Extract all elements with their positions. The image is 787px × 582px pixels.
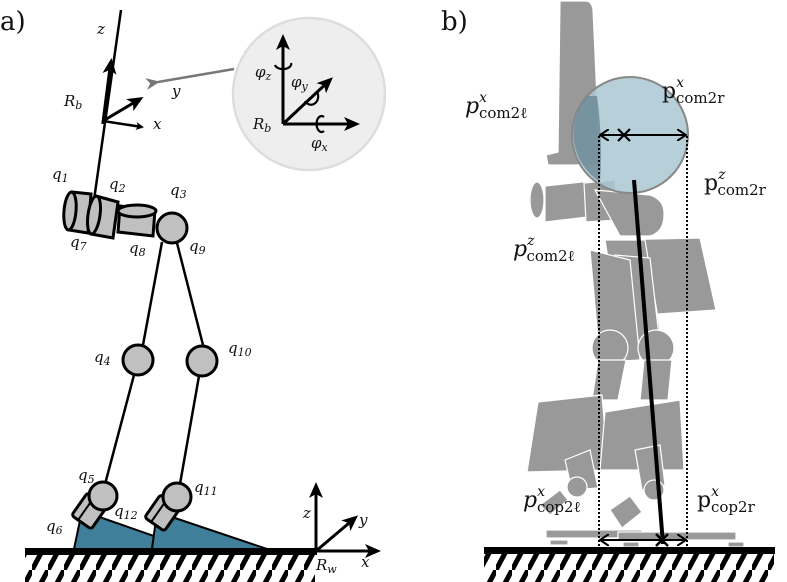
com-overlap-shade — [573, 96, 601, 182]
joint-q10 — [185, 344, 219, 378]
q5-label: q5 — [78, 466, 95, 486]
q8-label: q8 — [129, 239, 146, 259]
q2-label: q2 — [109, 175, 126, 195]
q11-label: q11 — [194, 478, 218, 498]
hip-joints — [62, 190, 189, 245]
ground-b — [484, 547, 775, 554]
ground-a-hatch — [25, 555, 315, 582]
joint-q4 — [121, 343, 155, 377]
joint-q3-q9-ball — [155, 211, 189, 245]
rotation-inset: φz φy φx Rb — [231, 16, 387, 172]
phi-y-label: φy — [291, 73, 309, 93]
panel-b-label: b) — [441, 7, 468, 37]
inset-circle — [231, 16, 387, 172]
base-frame-label: Rb — [63, 92, 82, 112]
joint-labels: q1 q2 q3 q4 q5 q6 q7 q8 q9 q10 q11 q12 — [46, 165, 252, 537]
joint-q11 — [161, 481, 193, 513]
ground-a — [25, 548, 317, 555]
inset-pointer-arrow — [145, 67, 235, 90]
world-y-axis-arrow — [315, 515, 359, 553]
base-x-label: x — [153, 115, 162, 133]
phi-z-label: φz — [255, 63, 272, 83]
world-frame-label: Rw — [315, 556, 337, 576]
right-thigh — [175, 242, 205, 346]
panel-a: a) z y x Rb φz φy φx Rb — [0, 7, 387, 582]
inset-frame-label: Rb — [252, 115, 271, 135]
right-shank — [178, 375, 201, 485]
base-z-label: z — [96, 20, 105, 38]
trunk-line — [92, 9, 123, 201]
robot-right-shank — [599, 399, 685, 471]
robot-hip-cap — [529, 181, 545, 219]
q9-label: q9 — [189, 237, 206, 257]
ground-b-hatch — [484, 554, 774, 582]
joint-q2-face — [85, 194, 103, 236]
panel-b: b) — [441, 0, 775, 582]
world-z-label: z — [302, 504, 311, 522]
joint-q5 — [87, 480, 119, 512]
left-thigh — [141, 241, 164, 346]
base-y-axis-arrow — [102, 96, 144, 123]
q3-label: q3 — [170, 181, 187, 201]
base-x-axis-arrow — [102, 119, 144, 131]
com-marker-icon — [617, 128, 631, 142]
pendulum-line — [632, 179, 665, 545]
robot-left-ankle — [566, 476, 588, 498]
q4-label: q4 — [94, 348, 111, 368]
cop-marker-icon — [655, 533, 669, 547]
q6-label: q6 — [46, 517, 63, 537]
rotation-x-icon — [315, 114, 325, 134]
q10-label: q10 — [228, 339, 252, 359]
q1-label: q1 — [52, 165, 69, 185]
joint-q8-top — [116, 203, 158, 219]
panel-a-label: a) — [0, 7, 26, 37]
q12-label: q12 — [114, 502, 138, 522]
joint-q1-face — [62, 190, 78, 232]
base-y-label: y — [171, 82, 181, 100]
rotation-z-icon — [273, 62, 293, 71]
left-shank — [102, 374, 136, 489]
q7-label: q7 — [70, 233, 87, 253]
rotation-y-icon — [304, 91, 320, 106]
world-x-label: x — [361, 553, 370, 571]
robot-right-sole — [617, 531, 737, 541]
phi-x-label: φx — [311, 134, 329, 154]
base-z-axis-arrow — [101, 58, 117, 125]
world-y-label: y — [358, 511, 368, 529]
